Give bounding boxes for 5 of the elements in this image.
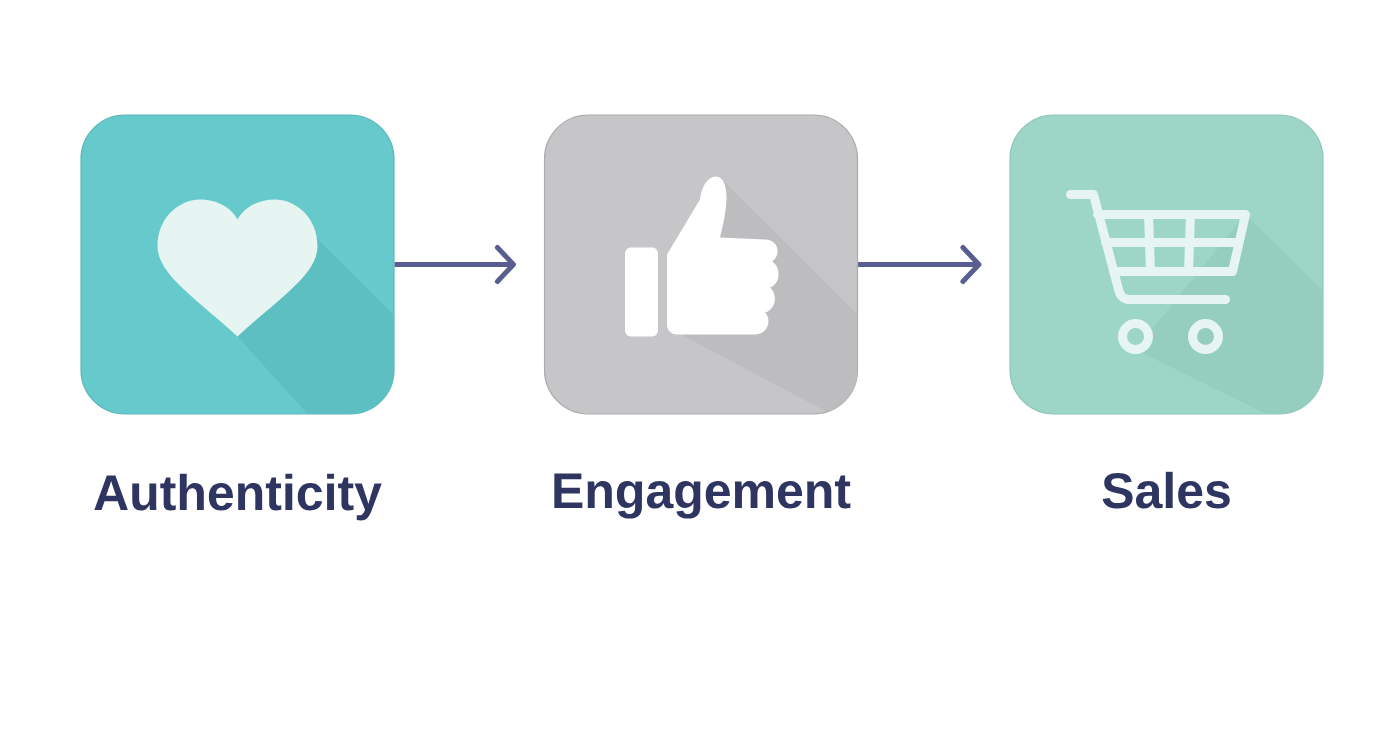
- arrow: [858, 245, 982, 284]
- arrow: [394, 245, 516, 284]
- node-label: Authenticity: [94, 473, 382, 521]
- node-label: Sales: [1102, 471, 1230, 509]
- node-label: Engagement: [554, 473, 851, 519]
